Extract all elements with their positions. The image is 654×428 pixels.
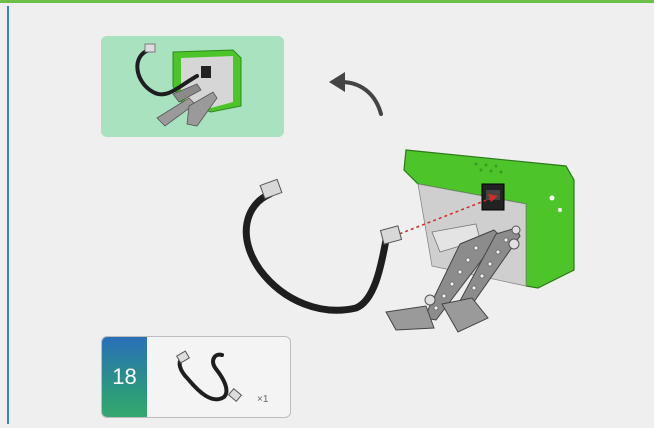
main-assembly-illustration: [236, 140, 576, 350]
assembly-preview: [101, 36, 284, 137]
parts-list: 18 ×1: [101, 336, 291, 418]
top-rule: [0, 0, 654, 3]
step-number: 18: [102, 337, 147, 417]
left-rule: [7, 6, 9, 424]
curved-arrow-icon: [325, 68, 387, 118]
part-quantity: ×1: [257, 394, 268, 405]
cable-icon: [172, 347, 252, 409]
preview-illustration: [101, 36, 284, 137]
